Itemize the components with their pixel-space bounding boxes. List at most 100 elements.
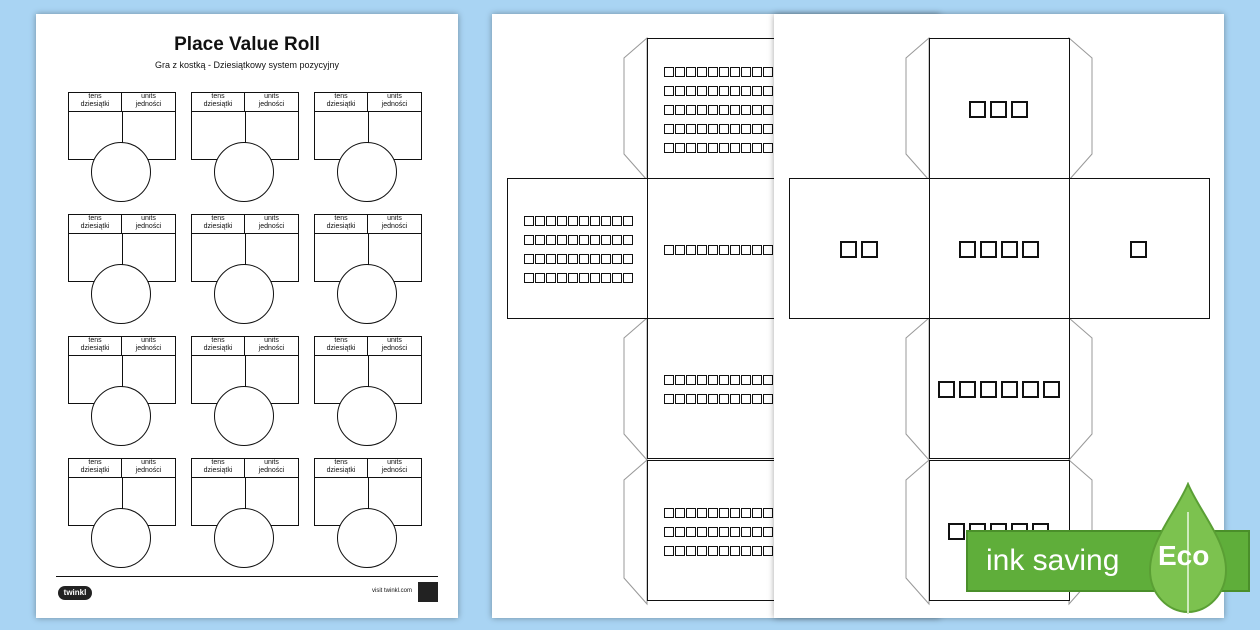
tens-label-pl: dziesiątki bbox=[203, 101, 233, 108]
ten-block-cell bbox=[524, 235, 534, 245]
ten-block-cell bbox=[524, 254, 534, 264]
column-divider bbox=[122, 477, 123, 525]
tens-label-pl: dziesiątki bbox=[80, 467, 110, 474]
column-divider bbox=[245, 111, 246, 159]
unit-block-cell bbox=[1001, 241, 1018, 258]
answer-circle bbox=[214, 386, 274, 446]
tens-label: tens bbox=[88, 93, 102, 100]
answer-circle bbox=[214, 264, 274, 324]
ten-block-cell bbox=[686, 245, 696, 255]
ten-block-cell bbox=[730, 105, 740, 115]
tens-label-pl: dziesiątki bbox=[203, 345, 233, 352]
ten-block-cell bbox=[601, 254, 611, 264]
ten-block-cell bbox=[763, 105, 773, 115]
ten-block-cell bbox=[686, 375, 696, 385]
ten-block-cell bbox=[623, 216, 633, 226]
ten-block-cell bbox=[664, 124, 674, 134]
ten-block-cell bbox=[752, 394, 762, 404]
unit-block-cell bbox=[1011, 101, 1028, 118]
ten-block-cell bbox=[568, 273, 578, 283]
unit-block-cell bbox=[1022, 241, 1039, 258]
ten-block-cell bbox=[719, 143, 729, 153]
units-label: units bbox=[141, 93, 156, 100]
ten-block-cell bbox=[686, 86, 696, 96]
ten-block-cell bbox=[763, 546, 773, 556]
ten-block-cell bbox=[741, 124, 751, 134]
ten-block-cell bbox=[719, 508, 729, 518]
ten-block-cell bbox=[664, 394, 674, 404]
tens-label: tens bbox=[88, 459, 102, 466]
units-label-pl: jedności bbox=[135, 345, 162, 352]
ten-block-cell bbox=[741, 508, 751, 518]
ten-block-cell bbox=[763, 527, 773, 537]
ten-block-cell bbox=[675, 546, 685, 556]
ten-block-cell bbox=[697, 508, 707, 518]
ten-block-cell bbox=[752, 527, 762, 537]
units-label-pl: jedności bbox=[381, 467, 408, 474]
units-label-pl: jedności bbox=[258, 101, 285, 108]
ten-block-cell bbox=[546, 235, 556, 245]
ten-block-cell bbox=[752, 143, 762, 153]
answer-circle bbox=[337, 508, 397, 568]
ten-block-cell bbox=[535, 216, 545, 226]
ten-block-cell bbox=[730, 394, 740, 404]
column-divider bbox=[122, 233, 123, 281]
ten-block-cell bbox=[601, 235, 611, 245]
dice-face-mid bbox=[647, 318, 788, 459]
ten-block-cell bbox=[557, 273, 567, 283]
dice-face-mid bbox=[929, 318, 1070, 459]
tens-label: tens bbox=[211, 93, 225, 100]
dice-face-center bbox=[929, 178, 1070, 319]
ten-block-cell bbox=[623, 273, 633, 283]
worksheet-subtitle: Gra z kostką - Dziesiątkowy system pozyc… bbox=[154, 60, 340, 70]
tens-label-pl: dziesiątki bbox=[80, 345, 110, 352]
ten-block-cell bbox=[763, 143, 773, 153]
ten-block-cell bbox=[697, 546, 707, 556]
ten-block-cell bbox=[546, 273, 556, 283]
ten-block-cell bbox=[675, 143, 685, 153]
ten-block-cell bbox=[686, 124, 696, 134]
units-label-pl: jedności bbox=[381, 345, 408, 352]
ten-block-cell bbox=[697, 394, 707, 404]
tens-label: tens bbox=[88, 215, 102, 222]
ten-block-cell bbox=[686, 394, 696, 404]
column-divider bbox=[368, 233, 369, 281]
quality-badge-icon bbox=[418, 582, 438, 602]
unit-block-cell bbox=[1022, 381, 1039, 398]
ten-block-cell bbox=[579, 254, 589, 264]
ten-block-cell bbox=[557, 235, 567, 245]
ten-block-cell bbox=[708, 105, 718, 115]
footer-divider bbox=[56, 576, 438, 577]
ten-block-cell bbox=[623, 254, 633, 264]
ten-block-cell bbox=[686, 508, 696, 518]
tens-label: tens bbox=[334, 215, 348, 222]
ten-block-cell bbox=[730, 546, 740, 556]
ten-block-cell bbox=[763, 508, 773, 518]
ten-block-cell bbox=[579, 216, 589, 226]
tens-label-pl: dziesiątki bbox=[80, 101, 110, 108]
units-label: units bbox=[264, 215, 279, 222]
unit-block-cell bbox=[948, 523, 965, 540]
column-divider bbox=[122, 111, 123, 159]
dice-face-top bbox=[929, 38, 1070, 179]
answer-circle bbox=[337, 142, 397, 202]
dice-face-bottom bbox=[647, 460, 788, 601]
ten-block-cell bbox=[664, 527, 674, 537]
ten-block-cell bbox=[708, 508, 718, 518]
units-label: units bbox=[387, 459, 402, 466]
ten-block-cell bbox=[730, 86, 740, 96]
units-dice-sheet bbox=[774, 14, 1224, 618]
ten-block-cell bbox=[741, 394, 751, 404]
ten-block-cell bbox=[719, 124, 729, 134]
